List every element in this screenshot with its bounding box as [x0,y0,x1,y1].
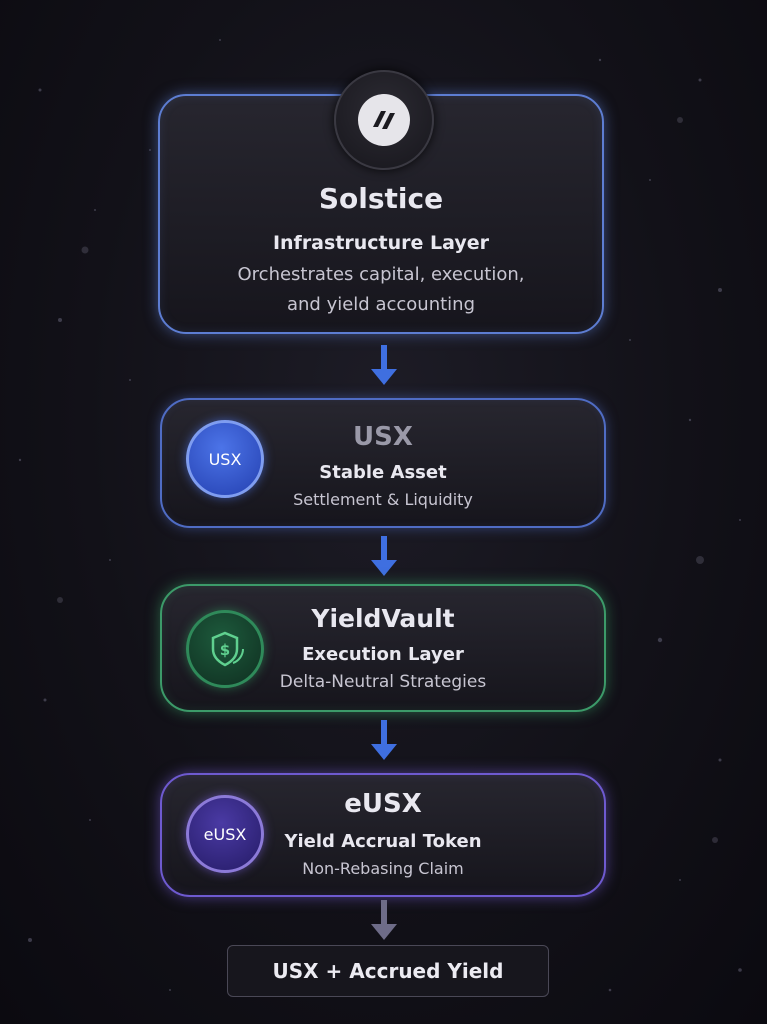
arrow-down-icon [371,720,397,760]
solstice-title: Solstice [318,182,444,215]
usx-coin-label: USX [208,449,242,469]
solstice-description-line1: Orchestrates capital, execution, [237,264,525,285]
yieldvault-title: YieldVault [311,604,455,633]
shield-dollar-icon: $ [186,610,264,688]
solstice-description-line2: and yield accounting [286,294,475,315]
arrow-down-icon [371,900,397,940]
usx-description: Settlement & Liquidity [293,490,473,509]
result-label: USX + Accrued Yield [272,959,504,983]
eusx-title: eUSX [344,789,422,819]
result-box: USX + Accrued Yield [227,945,549,997]
yieldvault-description: Delta-Neutral Strategies [279,672,487,692]
usx-subtitle: Stable Asset [319,462,447,483]
yieldvault-subtitle: Execution Layer [302,644,464,665]
eusx-subtitle: Yield Accrual Token [284,831,482,852]
solstice-subtitle: Infrastructure Layer [272,232,490,254]
solstice-logo-icon [334,70,434,170]
eusx-coin-label: eUSX [203,824,247,844]
eusx-coin-icon: eUSX [186,795,264,873]
arrow-down-icon [371,345,397,385]
eusx-description: Non-Rebasing Claim [302,859,464,878]
arrow-down-icon [371,536,397,576]
usx-title: USX [353,422,413,452]
usx-coin-icon: USX [186,420,264,498]
svg-text:$: $ [220,641,230,659]
